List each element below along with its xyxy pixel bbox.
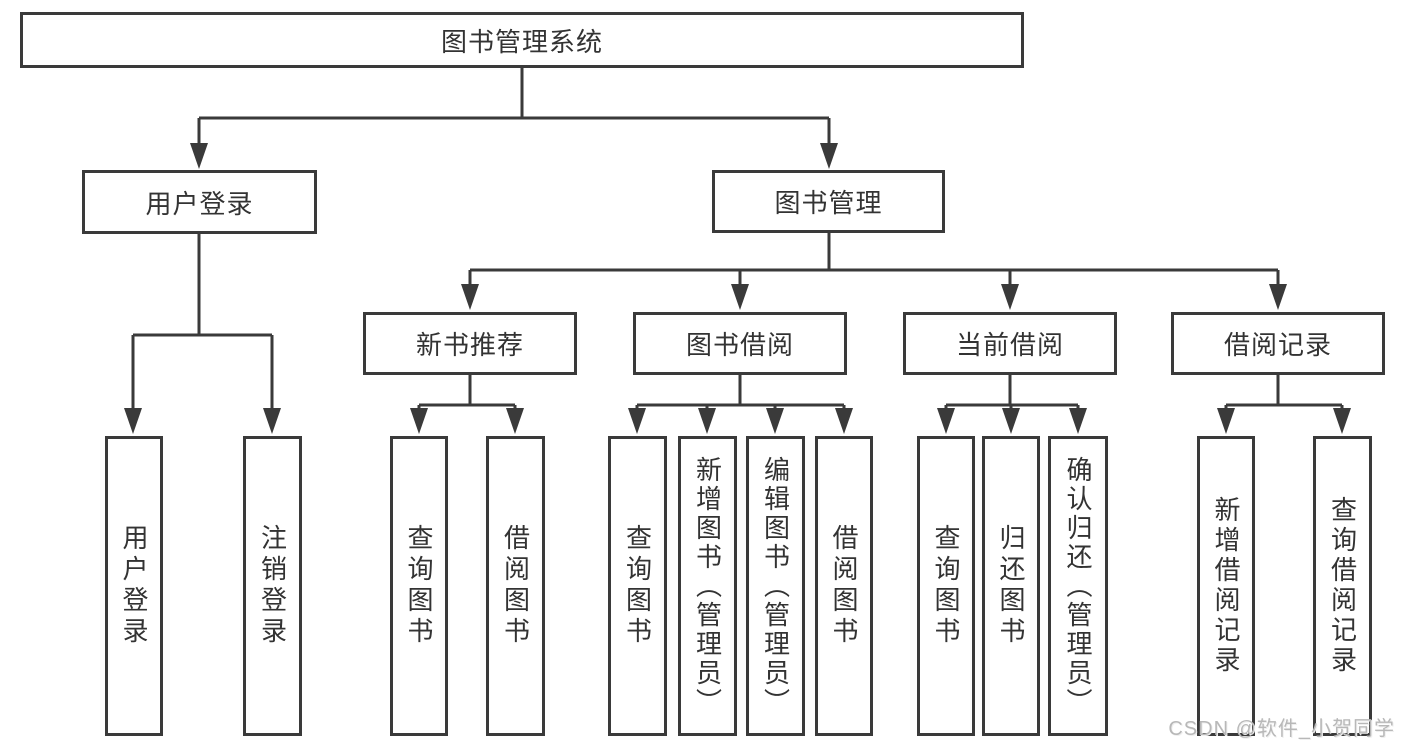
arrowhead	[937, 408, 955, 434]
leaf-bb-query-books-label: 查询图书	[622, 524, 653, 648]
node-book-management-label: 图书管理	[774, 188, 883, 218]
leaf-user-login: 用户登录	[105, 436, 163, 736]
arrowhead	[410, 408, 428, 434]
leaf-bb-edit-books-admin-label: 编辑图书（管理员）	[760, 455, 791, 717]
arrowhead	[820, 143, 838, 169]
arrowhead	[1217, 408, 1235, 434]
leaf-br-query-record-label: 查询借阅记录	[1327, 496, 1358, 676]
leaf-cb-confirm-return-admin: 确认归还（管理员）	[1048, 436, 1108, 736]
leaf-br-query-record: 查询借阅记录	[1313, 436, 1372, 736]
node-current-borrowing: 当前借阅	[903, 312, 1117, 375]
leaf-nbr-query-books-label: 查询图书	[404, 524, 434, 648]
node-user-login: 用户登录	[82, 170, 317, 234]
leaf-cb-return-books-label: 归还图书	[996, 524, 1026, 648]
leaf-nbr-query-books: 查询图书	[390, 436, 448, 736]
leaf-user-login-label: 用户登录	[119, 524, 149, 648]
leaf-bb-query-books: 查询图书	[608, 436, 667, 736]
arrowhead	[1001, 284, 1019, 310]
edge-book-management-to-sections	[461, 233, 1287, 310]
node-new-book-recommendation: 新书推荐	[363, 312, 577, 375]
arrowhead	[461, 284, 479, 310]
edge-book-borrowing-to-children	[628, 375, 853, 434]
node-book-management: 图书管理	[712, 170, 945, 233]
arrowhead	[731, 284, 749, 310]
leaf-cb-confirm-return-admin-label: 确认归还（管理员）	[1063, 455, 1093, 717]
leaf-cb-return-books: 归还图书	[982, 436, 1040, 736]
leaf-nbr-borrow-books: 借阅图书	[486, 436, 545, 736]
leaf-br-add-record: 新增借阅记录	[1197, 436, 1255, 736]
leaf-cb-query-books-label: 查询图书	[931, 524, 961, 648]
leaf-bb-add-books-admin: 新增图书（管理员）	[678, 436, 737, 736]
node-borrowing-records: 借阅记录	[1171, 312, 1385, 375]
node-user-login-label: 用户登录	[145, 188, 254, 219]
leaf-logout: 注销登录	[243, 436, 302, 736]
arrowhead	[190, 143, 208, 169]
arrowhead	[766, 408, 784, 434]
edge-user-login-to-children	[124, 234, 281, 434]
edge-new-book-to-children	[410, 375, 524, 434]
arrowhead	[124, 408, 142, 434]
edge-borrowing-records-to-children	[1217, 375, 1351, 434]
arrowhead	[835, 408, 853, 434]
edge-root-to-branches	[190, 68, 838, 169]
node-book-borrowing-label: 图书借阅	[685, 330, 794, 360]
leaf-br-add-record-label: 新增借阅记录	[1211, 496, 1241, 676]
node-book-borrowing: 图书借阅	[633, 312, 847, 375]
arrowhead	[1333, 408, 1351, 434]
arrowhead	[1069, 408, 1087, 434]
arrowhead	[698, 408, 716, 434]
arrowhead	[506, 408, 524, 434]
leaf-cb-query-books: 查询图书	[917, 436, 975, 736]
node-new-book-recommendation-label: 新书推荐	[415, 330, 524, 360]
leaf-bb-borrow-books-label: 借阅图书	[829, 524, 859, 648]
leaf-bb-borrow-books: 借阅图书	[815, 436, 873, 736]
arrowhead	[628, 408, 646, 434]
edge-current-borrowing-to-children	[937, 375, 1087, 434]
arrowhead	[1002, 408, 1020, 434]
leaf-bb-edit-books-admin: 编辑图书（管理员）	[746, 436, 805, 736]
node-current-borrowing-label: 当前借阅	[955, 330, 1064, 360]
watermark: CSDN @软件_小贺同学	[1168, 718, 1395, 740]
leaf-nbr-borrow-books-label: 借阅图书	[500, 524, 531, 648]
node-borrowing-records-label: 借阅记录	[1223, 330, 1332, 360]
node-library-system: 图书管理系统	[20, 12, 1024, 68]
leaf-bb-add-books-admin-label: 新增图书（管理员）	[692, 455, 723, 717]
node-library-system-label: 图书管理系统	[440, 26, 603, 57]
arrowhead	[263, 408, 281, 434]
arrowhead	[1269, 284, 1287, 310]
leaf-logout-label: 注销登录	[257, 524, 288, 648]
